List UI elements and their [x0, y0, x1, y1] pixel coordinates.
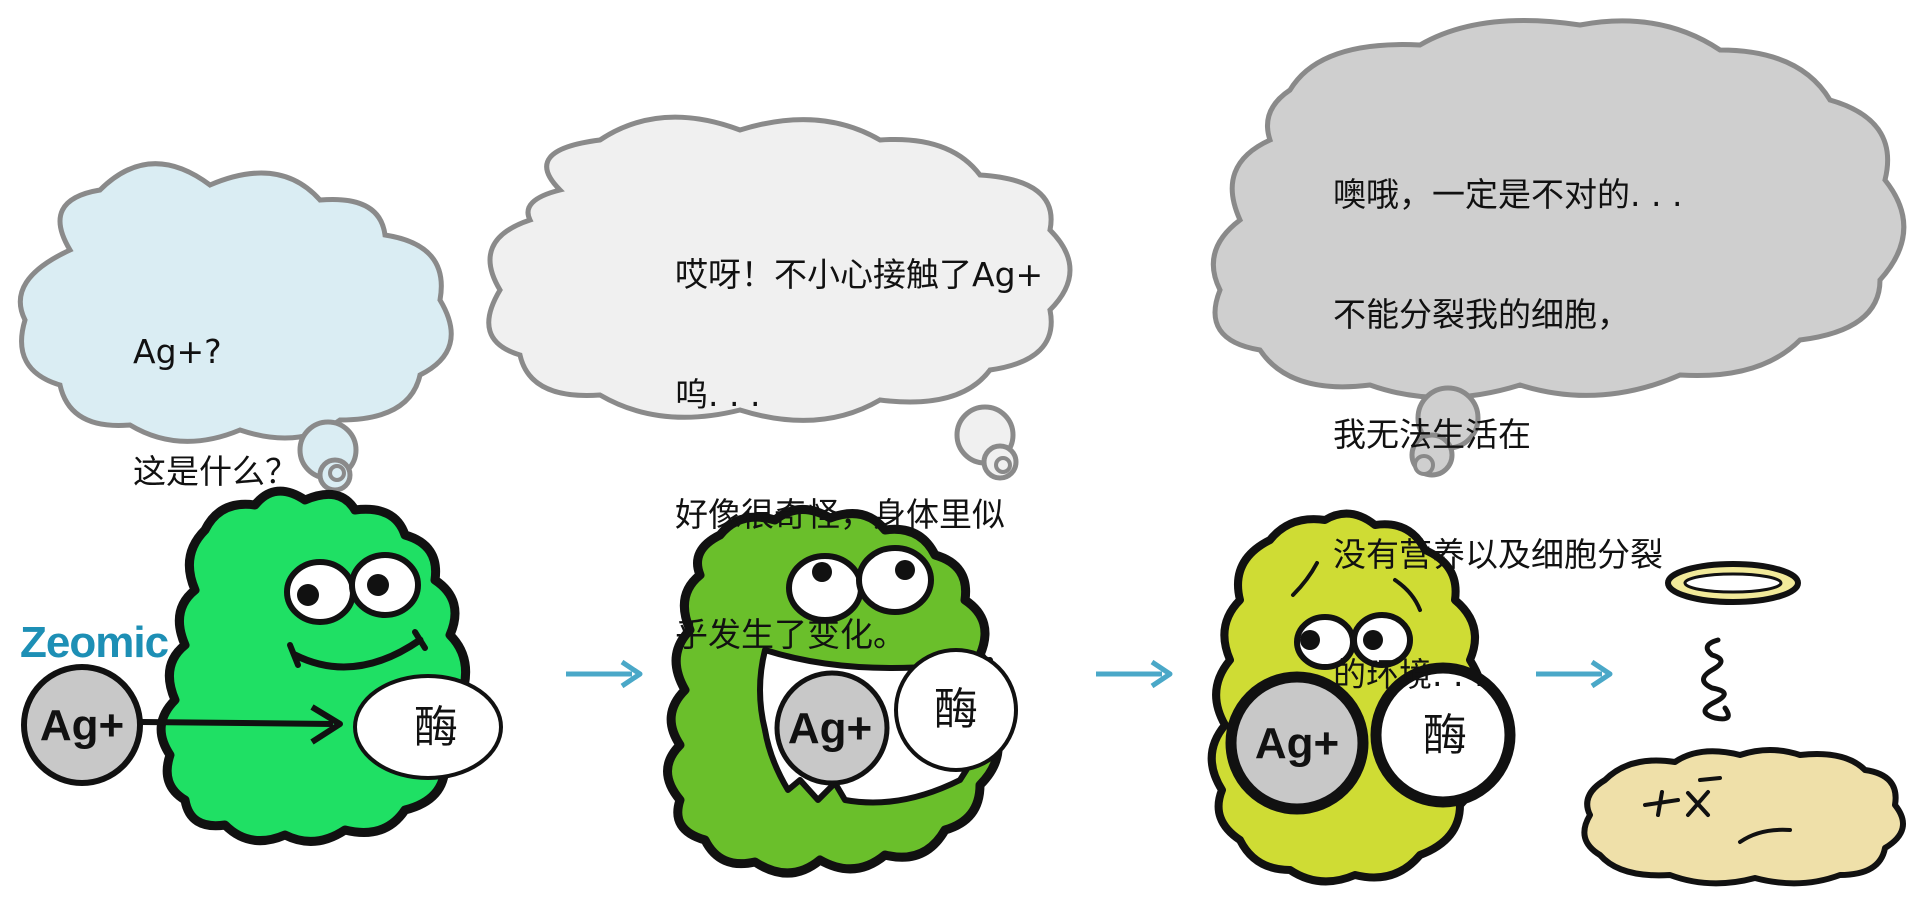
enzyme-circle-contact [894, 648, 1018, 772]
organism-bound-brow-right [1393, 578, 1422, 612]
ion-approaching: Ag+ [21, 664, 343, 786]
ion-attack-arrowhead [310, 704, 343, 745]
ion-label-approaching: Ag+ [40, 701, 124, 750]
thought-bubble-2 [486, 114, 1073, 481]
ion-circle-contact [774, 670, 890, 786]
transition-arrow-3 [1536, 659, 1613, 689]
bubble-3-line-1: 噢哦，一定是不对的. . . [1333, 175, 1683, 214]
ion-label-contact: Ag+ [788, 704, 872, 753]
bubble-1-tail-small [328, 464, 346, 482]
bubble-1-cloud [17, 161, 454, 444]
bubble-3-tail-small [1413, 454, 1435, 476]
transition-arrow-3-head [1590, 659, 1613, 689]
ion-circle-bound [1225, 671, 1369, 815]
bubble-3-line-4: 没有营养以及细胞分裂 [1333, 535, 1663, 574]
bubble-3-line-2: 不能分裂我的细胞， [1333, 295, 1630, 334]
bubble-2-line-2: 呜. . . [675, 375, 761, 414]
organism-bound: Ag+ 酶 [1207, 509, 1516, 886]
bubble-2-line-4: 乎发生了变化。 [675, 615, 906, 654]
organism-contact: Ag+ 酶 [663, 505, 1018, 878]
bubble-2-text: 哎呀！不小心接触了Ag+ 呜. . . 好像很奇怪，身体里似 乎发生了变化。 [675, 175, 1043, 735]
bubble-3-line-5: 的环境. . . [1333, 655, 1485, 694]
ion-label-bound: Ag+ [1255, 719, 1339, 768]
organism-healthy-smile [291, 636, 424, 671]
bubble-1-line-2: 这是什么？ [133, 452, 298, 491]
organism-healthy-smile-corner-left [287, 642, 301, 668]
organism-dead-eye-extra-icon [1698, 776, 1722, 782]
enzyme-label-bound: 酶 [1423, 710, 1467, 761]
bubble-2-cloud [486, 114, 1073, 423]
enzyme-label-healthy: 酶 [414, 702, 458, 753]
bubble-3-line-3: 我无法生活在 [1333, 415, 1531, 454]
transition-arrow-1 [566, 659, 643, 689]
organism-bound-pupil-right [1363, 630, 1383, 650]
thought-bubble-1 [17, 161, 454, 493]
soul-squiggle-icon [1701, 637, 1731, 722]
bubble-2-line-3: 好像很奇怪，身体里似 [675, 495, 1005, 534]
organism-bound-pupil-left [1300, 630, 1320, 650]
organism-healthy-pupil-right [367, 574, 389, 596]
thought-bubble-3 [1210, 18, 1907, 478]
transition-arrow-2 [1096, 659, 1173, 689]
organism-dead-mouth [1738, 827, 1792, 844]
organism-bound-brow-left [1291, 561, 1319, 597]
bubble-1-line-1: Ag+? [133, 332, 222, 371]
organism-dead-body [1581, 747, 1906, 887]
bubble-1-text: Ag+? 这是什么？ [133, 252, 298, 572]
organism-dead-eye-left-icon [1643, 790, 1680, 817]
zeomic-logo: Zeomic [20, 618, 169, 667]
enzyme-circle-healthy [353, 674, 503, 780]
bubble-2-line-1: 哎呀！不小心接触了Ag+ [675, 255, 1044, 294]
organism-healthy: 酶 [156, 486, 503, 846]
bubble-3-cloud [1210, 18, 1907, 400]
organism-dead [1581, 561, 1906, 887]
organism-dead-eye-right-icon [1686, 790, 1710, 817]
ion-circle-approaching [21, 664, 143, 786]
enzyme-circle-bound [1370, 662, 1516, 808]
bubble-2-tail-small [994, 456, 1012, 474]
organism-healthy-pupil-left [297, 584, 319, 606]
organism-healthy-smile-corner-right [412, 629, 428, 651]
organism-contact-pupil-right [895, 560, 915, 580]
enzyme-label-contact: 酶 [934, 684, 978, 735]
halo-icon-inner [1683, 572, 1783, 594]
ion-attack-arrow [141, 719, 334, 727]
bubble-3-text: 噢哦，一定是不对的. . . 不能分裂我的细胞， 我无法生活在 没有营养以及细胞… [1333, 95, 1682, 775]
organism-contact-pupil-left [812, 562, 832, 582]
transition-arrow-2-head [1150, 659, 1173, 689]
transition-arrow-1-head [620, 659, 643, 689]
